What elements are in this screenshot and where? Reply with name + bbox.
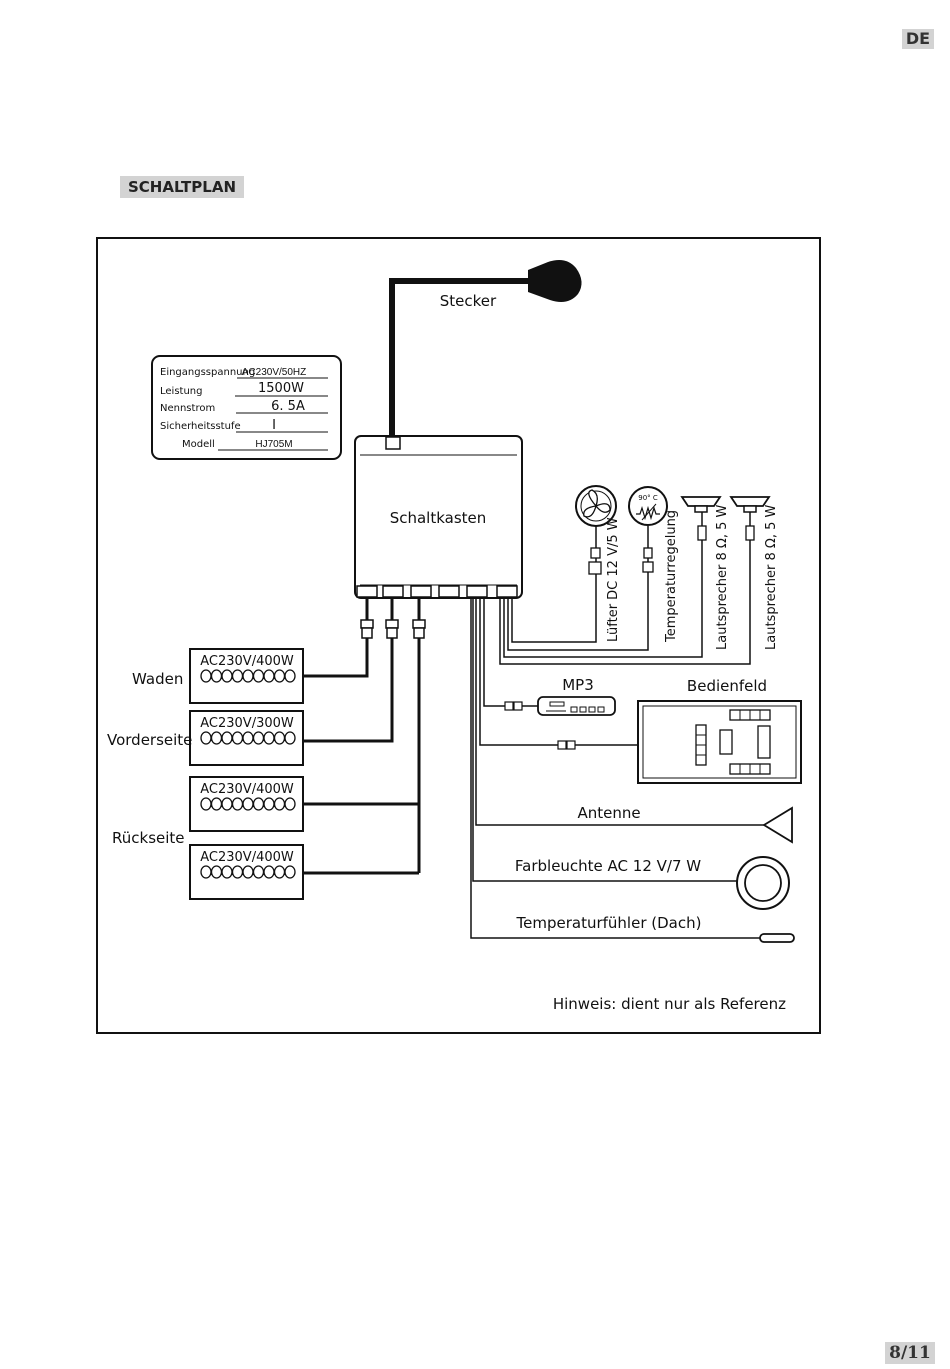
speaker-1-label: Lautsprecher 8 Ω, 5 W (715, 505, 730, 650)
rating-value: AC230V/50HZ (242, 367, 306, 378)
fan-icon (575, 485, 617, 575)
heater-wires (304, 598, 421, 875)
thermostat-symbol: 90° C (638, 494, 658, 502)
control-box-label: Schaltkasten (390, 509, 487, 527)
heater-coil-icon (200, 797, 296, 811)
control-panel-label: Bedienfeld (687, 677, 767, 695)
heater-zone-front: Vorderseite (107, 731, 192, 749)
heater-rating: AC230V/300W (200, 716, 294, 731)
signal-wires (470, 512, 764, 939)
rating-value: HJ705M (255, 439, 292, 450)
rating-value: I (272, 418, 276, 433)
section-title: SCHALTPLAN (120, 176, 244, 198)
control-box (354, 435, 523, 599)
plug (389, 260, 582, 437)
mp3-label: MP3 (562, 676, 594, 694)
reference-note: Hinweis: dient nur als Referenz (553, 995, 786, 1013)
rating-value: 6. 5A (271, 399, 305, 414)
heater-coil-icon (200, 731, 296, 745)
color-light-icon (736, 856, 790, 910)
heater-rating: AC230V/400W (200, 782, 294, 797)
heater-element: AC230V/400W (189, 648, 304, 704)
fan-label: Lüfter DC 12 V/5 W (606, 517, 621, 642)
speaker-icon (729, 496, 771, 541)
rating-plate: Eingangsspannung AC230V/50HZ Leistung 15… (151, 355, 342, 460)
language-badge: DE (902, 29, 934, 49)
heater-rating: AC230V/400W (200, 850, 294, 865)
rating-label: Sicherheitsstufe (160, 421, 241, 432)
rating-label: Leistung (160, 386, 202, 397)
heater-element: AC230V/400W (189, 776, 304, 832)
rating-value: 1500W (258, 381, 304, 396)
speaker-icon (680, 496, 722, 541)
plug-label: Stecker (440, 292, 497, 310)
rating-label: Nennstrom (160, 403, 215, 414)
heater-connectors (360, 619, 426, 639)
heater-coil-icon (200, 669, 296, 683)
diagram-frame (96, 237, 821, 1034)
temp-sensor-label: Temperaturfühler (Dach) (516, 914, 702, 932)
control-panel-icon (557, 700, 802, 784)
heater-rating: AC230V/400W (200, 654, 294, 669)
temp-sensor-icon (759, 933, 795, 943)
heater-zone-calf: Waden (132, 670, 183, 688)
heater-zone-back: Rückseite (112, 829, 185, 847)
plug-icon (528, 260, 582, 302)
heater-coil-icon (200, 865, 296, 879)
antenna-icon (762, 806, 793, 844)
speaker-2-label: Lautsprecher 8 Ω, 5 W (764, 505, 779, 650)
mp3-module-icon (504, 696, 616, 716)
color-light-label: Farbleuchte AC 12 V/7 W (515, 857, 701, 875)
page-number: 8/11 (885, 1342, 935, 1364)
rating-label: Modell (182, 439, 215, 450)
rating-label: Eingangsspannung (160, 367, 255, 378)
antenna-label: Antenne (577, 804, 640, 822)
heater-element: AC230V/400W (189, 844, 304, 900)
heater-group: AC230V/400W AC230V/300W AC230V/400W AC230V/… (189, 648, 304, 900)
heater-element: AC230V/300W (189, 710, 304, 766)
thermostat-icon: 90° C (628, 486, 668, 573)
thermostat-label: Temperaturregelung (664, 510, 679, 643)
